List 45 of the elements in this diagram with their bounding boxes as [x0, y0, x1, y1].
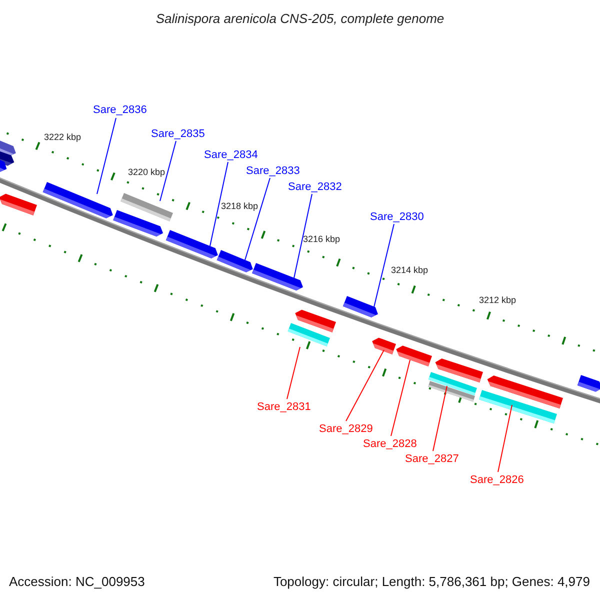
- gene-bar: [252, 263, 303, 290]
- accession-text: Accession: NC_009953: [9, 574, 145, 590]
- gene-bar: [295, 310, 336, 332]
- gene-bar: [42, 182, 113, 218]
- gene-bar: [372, 338, 396, 354]
- leader-line: [286, 346, 300, 400]
- gene-label: Sare_2827: [405, 453, 459, 466]
- gene-label: Sare_2831: [257, 401, 311, 414]
- gene-label: Sare_2828: [363, 438, 417, 451]
- leader-line: [244, 178, 270, 260]
- leader-line: [498, 404, 512, 472]
- genome-summary-text: Topology: circular; Length: 5,786,361 bp; Genes: 4,979: [273, 574, 590, 590]
- gene-bar: [487, 376, 563, 408]
- gene-bar: [0, 194, 37, 216]
- gene-bar: [435, 358, 483, 382]
- gene-label: Sare_2835: [151, 128, 205, 141]
- title: Salinispora arenicola CNS-205, complete genome: [156, 10, 444, 28]
- gene-label: Sare_2829: [319, 423, 373, 436]
- gene-label: Sare_2832: [288, 181, 342, 194]
- gene-label: Sare_2830: [370, 211, 424, 224]
- leader-line: [346, 350, 384, 422]
- gene-bar: [216, 250, 253, 272]
- gene-label: Sare_2836: [93, 104, 147, 117]
- scale-label: 3212 kbp: [479, 295, 516, 305]
- gene-bar: [577, 375, 600, 392]
- leader-line: [160, 140, 176, 202]
- scale-label: 3216 kbp: [303, 234, 340, 244]
- scale-label: 3214 kbp: [391, 265, 428, 275]
- gene-bar: [342, 296, 378, 318]
- leader-line: [294, 194, 312, 278]
- leader-line: [210, 162, 228, 246]
- leader-line: [390, 360, 410, 436]
- leader-line: [96, 118, 116, 194]
- scale-label: 3218 kbp: [221, 201, 258, 211]
- scale-label: 3220 kbp: [128, 167, 166, 177]
- scale-label: 3222 kbp: [44, 132, 82, 142]
- leader-line: [374, 224, 394, 308]
- gene-bar: [120, 193, 173, 222]
- gene-label: Sare_2826: [470, 474, 524, 487]
- gene-bar: [166, 230, 218, 258]
- gene-label: Sare_2834: [204, 149, 258, 162]
- gene-label: Sare_2833: [246, 165, 300, 178]
- leader-line: [432, 386, 448, 452]
- gene-bar: [0, 158, 7, 172]
- gene-bar: [396, 346, 432, 366]
